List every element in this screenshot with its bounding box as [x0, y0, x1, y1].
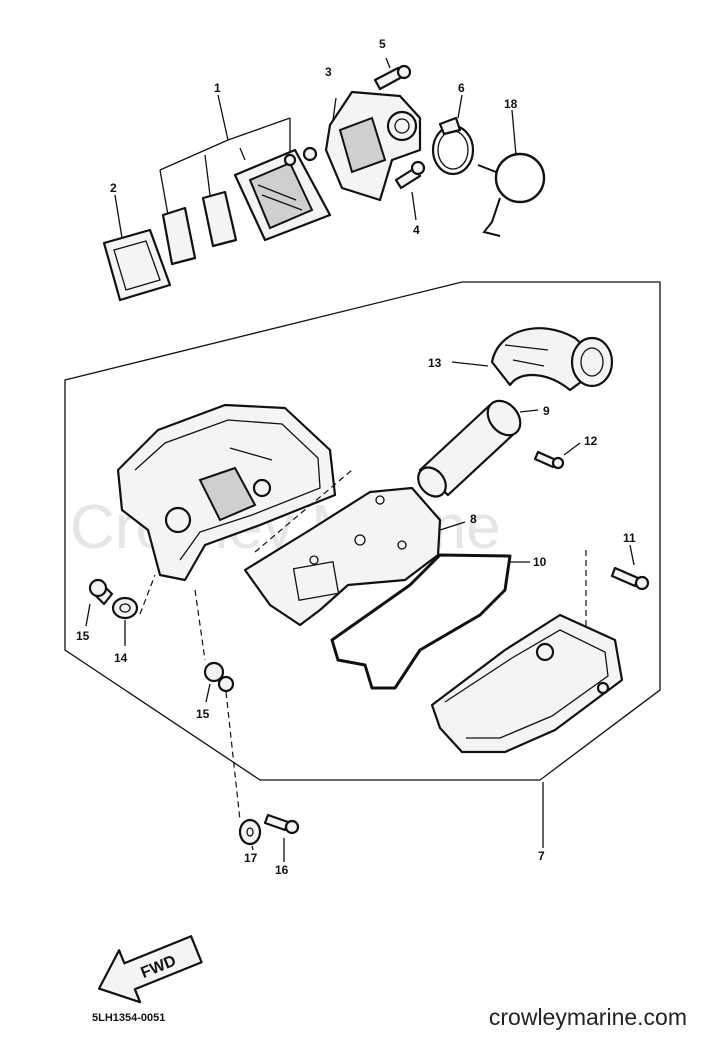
bolt-part-16: [263, 813, 300, 862]
callout-6: 6: [458, 81, 465, 95]
forward-direction-arrow: FWD: [97, 935, 203, 1004]
callout-4: 4: [413, 223, 420, 237]
callout-16: 16: [275, 863, 289, 877]
callout-labels: 1 2 3 4 5 6 7 8 9 10 11 12 13 14 15 15 1…: [76, 37, 636, 877]
callout-15-left: 15: [76, 629, 90, 643]
silencer-housing-lower-part-7: [430, 613, 624, 754]
divider-plate-part-8: [243, 486, 466, 627]
intake-manifold-part-3: [324, 90, 422, 202]
intake-elbow-part-13: [451, 327, 614, 392]
seal-gasket-part-10: [330, 553, 530, 690]
callout-2: 2: [110, 181, 117, 195]
screw-part-12: [533, 442, 581, 470]
spring-part-18: [477, 109, 546, 237]
gasket-part-2: [102, 194, 172, 302]
callout-9: 9: [543, 404, 550, 418]
callout-17: 17: [244, 851, 258, 865]
callout-7: 7: [538, 849, 545, 863]
leader-housing-plate: [254, 469, 353, 553]
grommet-part-15-left: [85, 578, 114, 627]
bolt-part-4: [394, 160, 426, 221]
cushion-part-14: [111, 574, 156, 646]
callout-1: 1: [214, 81, 221, 95]
callout-13: 13: [428, 356, 442, 370]
intake-tube-part-9: [417, 399, 539, 498]
reed-valve-block: [233, 148, 332, 242]
silencer-housing-upper: [116, 403, 337, 582]
callout-3: 3: [325, 65, 332, 79]
grommet-part-15-center: [194, 589, 241, 821]
assembly-outline: [64, 281, 661, 848]
washer-part-17: [238, 818, 262, 851]
callout-bracket-1: [159, 94, 291, 216]
callout-10: 10: [533, 555, 547, 569]
callout-12: 12: [584, 434, 598, 448]
screw-part-11: [585, 544, 650, 690]
callout-5: 5: [379, 37, 386, 51]
callout-11: 11: [623, 531, 636, 545]
diagram-reference-code: 5LH1354-0051: [92, 1012, 166, 1024]
callout-14: 14: [114, 651, 128, 665]
callout-15-center: 15: [196, 707, 210, 721]
site-label: crowleymarine.com: [488, 1004, 687, 1030]
reed-petals: [161, 190, 238, 266]
bolt-part-5: [373, 57, 412, 91]
hose-clamp-part-6: [431, 94, 475, 176]
block-screws: [283, 146, 318, 167]
callout-18: 18: [504, 97, 518, 111]
callout-8: 8: [470, 512, 477, 526]
